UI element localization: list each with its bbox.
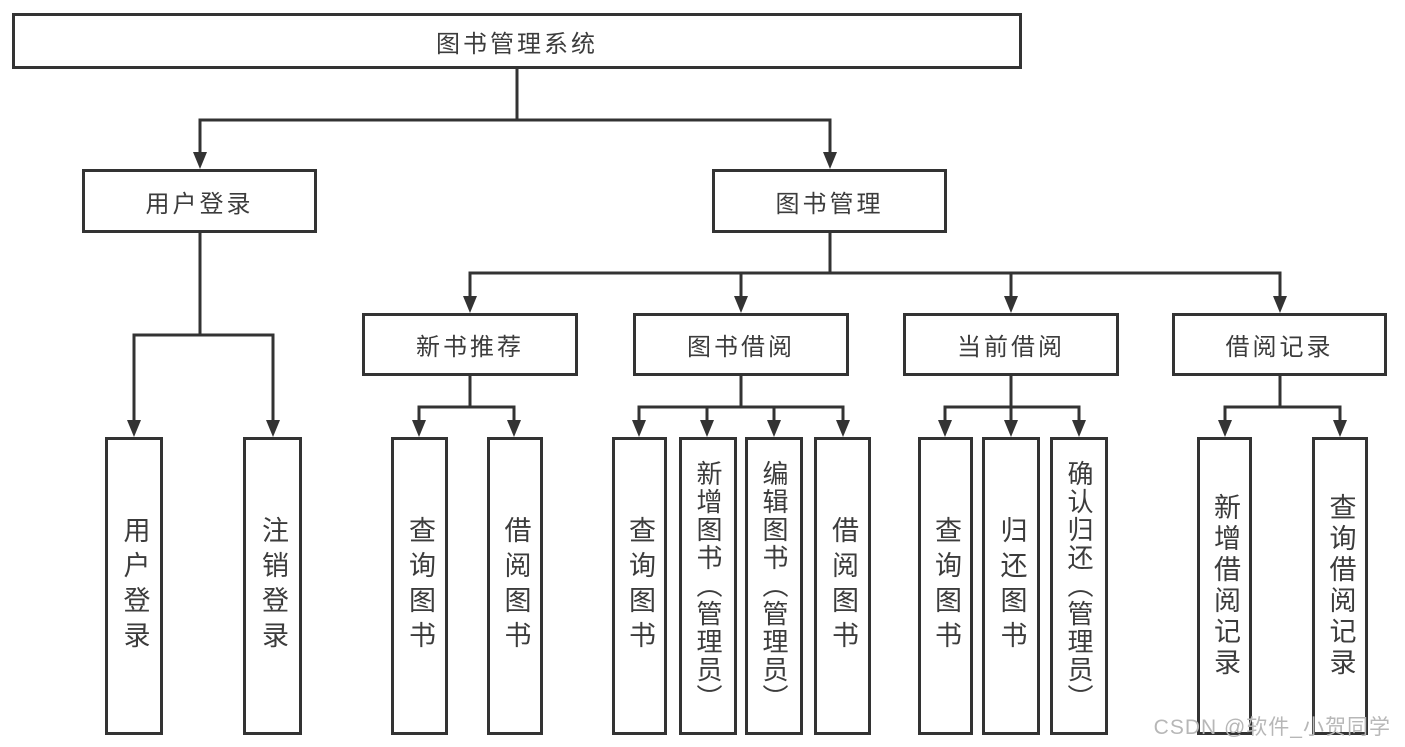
node-borrow-books-action: 借阅图书 xyxy=(814,437,871,735)
node-borrowing-records: 借阅记录 xyxy=(1172,313,1387,376)
node-add-borrow-record: 新增借阅记录 xyxy=(1197,437,1252,735)
node-label: 借阅图书 xyxy=(500,516,531,656)
current-borrow-branch-line xyxy=(943,374,1081,428)
csdn-watermark: CSDN @软件_小贺同学 xyxy=(1153,716,1391,739)
node-return-books: 归还图书 xyxy=(982,437,1040,735)
node-label: 当前借阅 xyxy=(957,334,1065,361)
borrow-record-branch-line xyxy=(1223,374,1342,428)
node-label: 查询图书 xyxy=(931,516,961,656)
node-label: 查询图书 xyxy=(625,516,655,656)
node-label: 用户登录 xyxy=(145,190,254,218)
node-query-borrow-record: 查询借阅记录 xyxy=(1312,437,1368,735)
node-label: 用户登录 xyxy=(119,516,150,656)
node-add-books-admin: 新增图书（管理员） xyxy=(679,437,737,735)
node-label: 借阅记录 xyxy=(1225,334,1334,361)
node-query-books-recommend: 查询图书 xyxy=(391,437,448,735)
node-borrow-books-recommend: 借阅图书 xyxy=(487,437,543,735)
node-label: 注销登录 xyxy=(258,516,288,656)
book-borrow-branch-line xyxy=(637,374,845,428)
node-label: 新增图书（管理员） xyxy=(693,460,723,712)
node-label: 编辑图书（管理员） xyxy=(759,460,789,712)
node-user-login-action: 用户登录 xyxy=(105,437,163,735)
node-label: 借阅图书 xyxy=(828,516,858,656)
trunk-to-level2-line xyxy=(198,66,832,160)
user-login-branch-line xyxy=(132,231,275,428)
node-label: 新书推荐 xyxy=(416,334,524,361)
node-label: 图书管理 xyxy=(775,190,884,218)
node-confirm-return-admin: 确认归还（管理员） xyxy=(1050,437,1108,735)
node-book-management: 图书管理 xyxy=(712,169,947,233)
node-query-books-current: 查询图书 xyxy=(918,437,973,735)
node-label: 确认归还（管理员） xyxy=(1064,460,1094,712)
new-book-branch-line xyxy=(417,374,516,428)
node-label: 新增借阅记录 xyxy=(1210,493,1240,679)
node-label: 图书借阅 xyxy=(687,334,795,361)
node-library-management-system: 图书管理系统 xyxy=(12,13,1022,69)
node-query-books-borrow: 查询图书 xyxy=(612,437,667,735)
node-logout-action: 注销登录 xyxy=(243,437,302,735)
node-new-book-recommendation: 新书推荐 xyxy=(362,313,578,376)
node-label: 查询借阅记录 xyxy=(1325,493,1356,679)
node-current-borrowing: 当前借阅 xyxy=(903,313,1119,376)
book-management-branch-line xyxy=(468,231,1282,304)
node-label: 归还图书 xyxy=(996,516,1027,656)
node-label: 查询图书 xyxy=(405,516,435,656)
node-edit-books-admin: 编辑图书（管理员） xyxy=(745,437,803,735)
node-book-borrowing: 图书借阅 xyxy=(633,313,849,376)
node-user-login: 用户登录 xyxy=(82,169,317,233)
node-label: 图书管理系统 xyxy=(436,30,598,58)
